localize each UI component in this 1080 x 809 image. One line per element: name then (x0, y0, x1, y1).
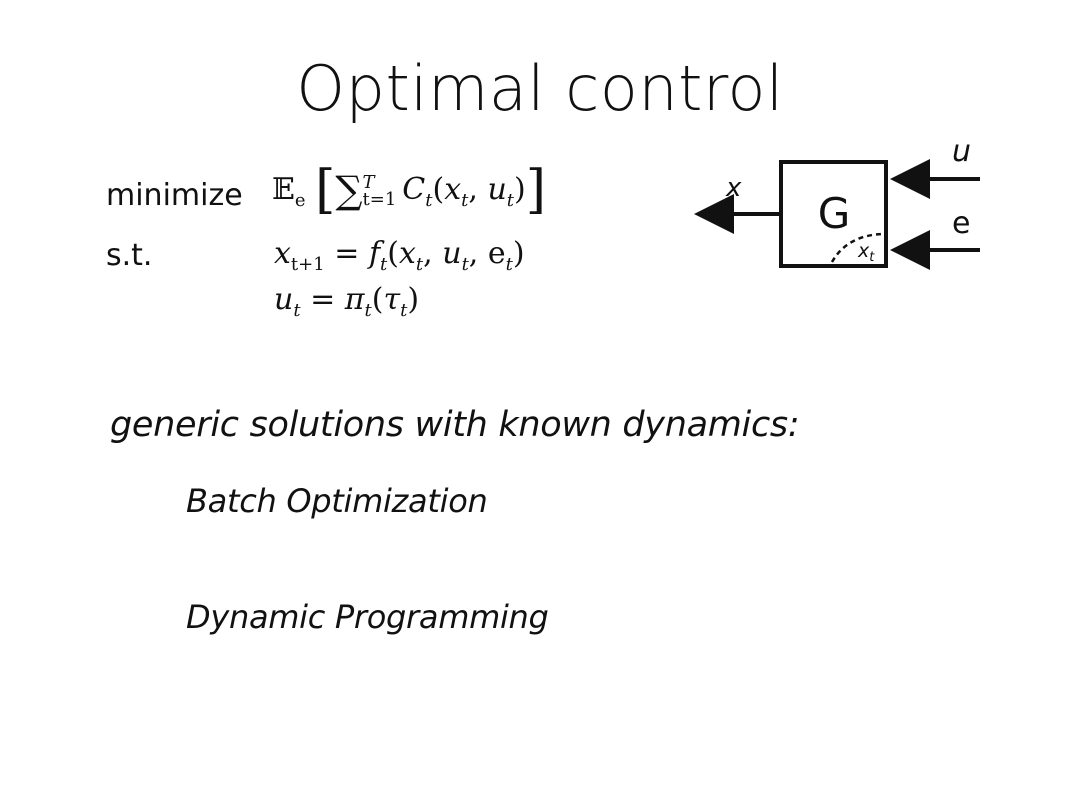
control-input-label: u (952, 134, 971, 169)
dynamics-constraint: xt+1 = ft(xt, ut, et) (274, 236, 525, 275)
internal-state-label: xt (857, 240, 875, 265)
list-item-batch-optimization: Batch Optimization (186, 482, 488, 520)
right-bracket: ] (525, 160, 547, 220)
system-block-label: G (818, 189, 851, 238)
expectation-symbol: 𝔼 (272, 172, 295, 207)
output-label: x (725, 173, 742, 203)
constraint-label: s.t. (106, 238, 153, 273)
internal-state-arc (830, 232, 887, 263)
control-block-diagram: G xt x u e (694, 134, 980, 270)
sum-symbol: ∑ (335, 168, 363, 212)
slide-title: Optimal control (296, 52, 784, 125)
expectation-subscript: e (294, 190, 306, 211)
objective-label: minimize (106, 178, 243, 213)
list-item-dynamic-programming: Dynamic Programming (186, 598, 549, 636)
cost-function: C (402, 172, 426, 207)
noise-input-label: e (952, 206, 970, 241)
cost-args-open: ( (432, 172, 445, 207)
sum-lower-limit: t=1 (362, 189, 397, 210)
state-next-subscript: t+1 (290, 254, 325, 275)
control-variable: u (274, 282, 294, 317)
solutions-subtitle: generic solutions with known dynamics: (110, 405, 800, 445)
policy-constraint: ut = πt(τt) (274, 282, 420, 321)
state-next: x (274, 236, 291, 271)
sum-upper-limit: T (362, 172, 375, 193)
left-bracket: [ (315, 160, 336, 220)
